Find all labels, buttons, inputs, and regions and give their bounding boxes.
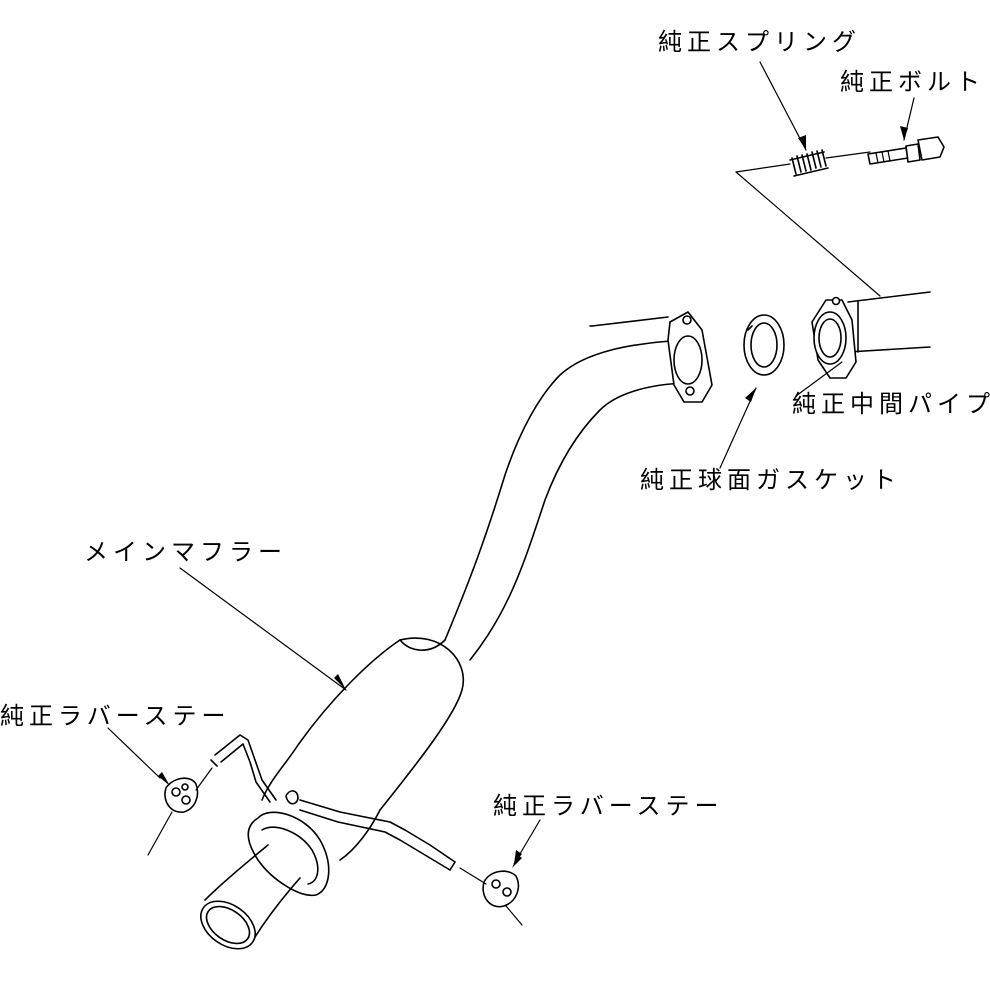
label-oem-rubber-stay-right: 純正ラバーステー	[493, 792, 724, 820]
label-main-muffler: メインマフラー	[84, 538, 287, 566]
front-flange	[667, 311, 713, 403]
left-rubber-stay	[147, 767, 213, 856]
main-pipe	[444, 339, 689, 661]
spring-bolt-assembly	[735, 136, 945, 297]
muffler-body	[261, 637, 465, 861]
center-pipe-flange	[811, 296, 857, 379]
bolt	[867, 136, 945, 165]
leader-lines	[107, 61, 915, 865]
label-oem-bolt: 純正ボルト	[840, 68, 985, 96]
right-hanger	[285, 790, 456, 871]
label-oem-center-pipe: 純正中間パイプ	[792, 390, 990, 418]
muffler-tail	[200, 811, 330, 950]
label-oem-spring: 純正スプリング	[658, 28, 861, 56]
spring	[789, 149, 829, 177]
center-pipe	[589, 291, 931, 353]
left-hanger	[210, 734, 277, 803]
right-rubber-stay	[459, 855, 523, 926]
spherical-gasket	[743, 314, 785, 376]
label-oem-spherical-gasket: 純正球面ガスケット	[640, 466, 901, 494]
label-oem-rubber-stay-left: 純正ラバーステー	[0, 702, 231, 730]
